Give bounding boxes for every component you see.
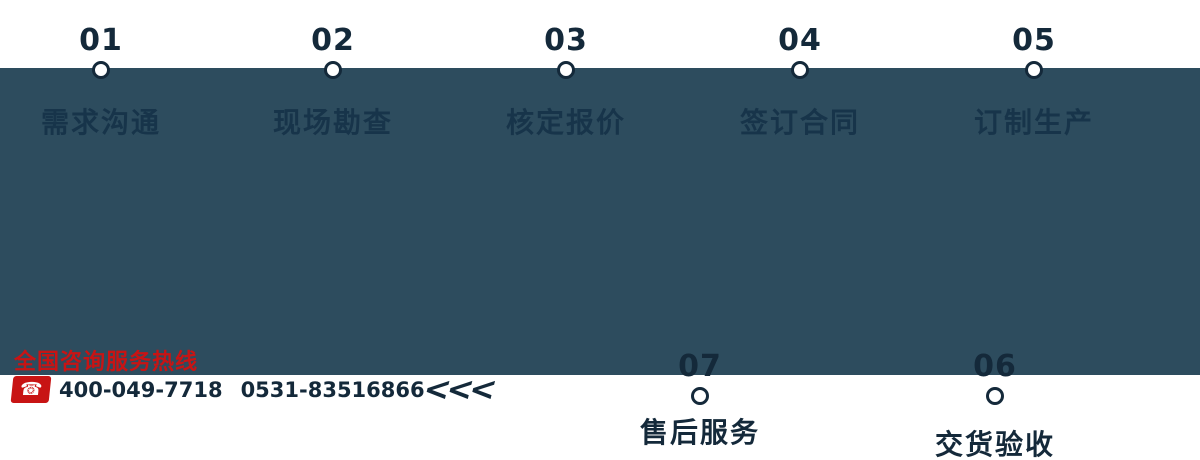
process-step: 03 核定报价 [466,24,666,141]
process-step: 02 现场勘查 [233,24,433,141]
step-label: 订制生产 [973,106,1094,139]
step-label: 售后服务 [639,416,760,449]
step-marker-dot [986,387,1004,405]
process-step: 01 需求沟通 [1,24,201,141]
hotline-title: 全国咨询服务热线 [14,350,199,375]
phone-icon: ☎ [10,376,52,403]
process-step: 05 订制生产 [934,24,1134,141]
step-label: 签订合同 [739,106,860,139]
step-marker-dot [691,387,709,405]
hotline-number: 400-049-7718 [59,377,223,402]
step-label: 需求沟通 [40,106,161,139]
step-label: 核定报价 [505,106,626,139]
step-number: 02 [311,23,355,58]
step-marker-dot [1025,61,1043,79]
step-number: 04 [778,23,822,58]
step-marker-dot [324,61,342,79]
step-label: 现场勘查 [272,106,393,139]
flow-direction-arrows-icon: <<< [419,370,498,408]
step-marker-dot [92,61,110,79]
dark-background-band [0,68,1200,375]
step-number: 03 [544,23,588,58]
step-marker-dot [791,61,809,79]
step-marker-dot [557,61,575,79]
step-number: 05 [1012,23,1056,58]
process-step: 07 售后服务 [600,350,800,451]
step-number: 07 [678,349,722,384]
hotline-number: 0531-83516866 [240,377,425,402]
process-step: 06 交货验收 [895,350,1095,460]
hotline-numbers: 400-049-7718 0531-83516866 [59,378,425,402]
step-number: 01 [79,23,123,58]
step-number: 06 [973,349,1017,384]
step-label: 交货验收 [934,428,1055,460]
hotline-row: ☎ 400-049-7718 0531-83516866 [10,376,425,403]
process-step: 04 签订合同 [700,24,900,141]
